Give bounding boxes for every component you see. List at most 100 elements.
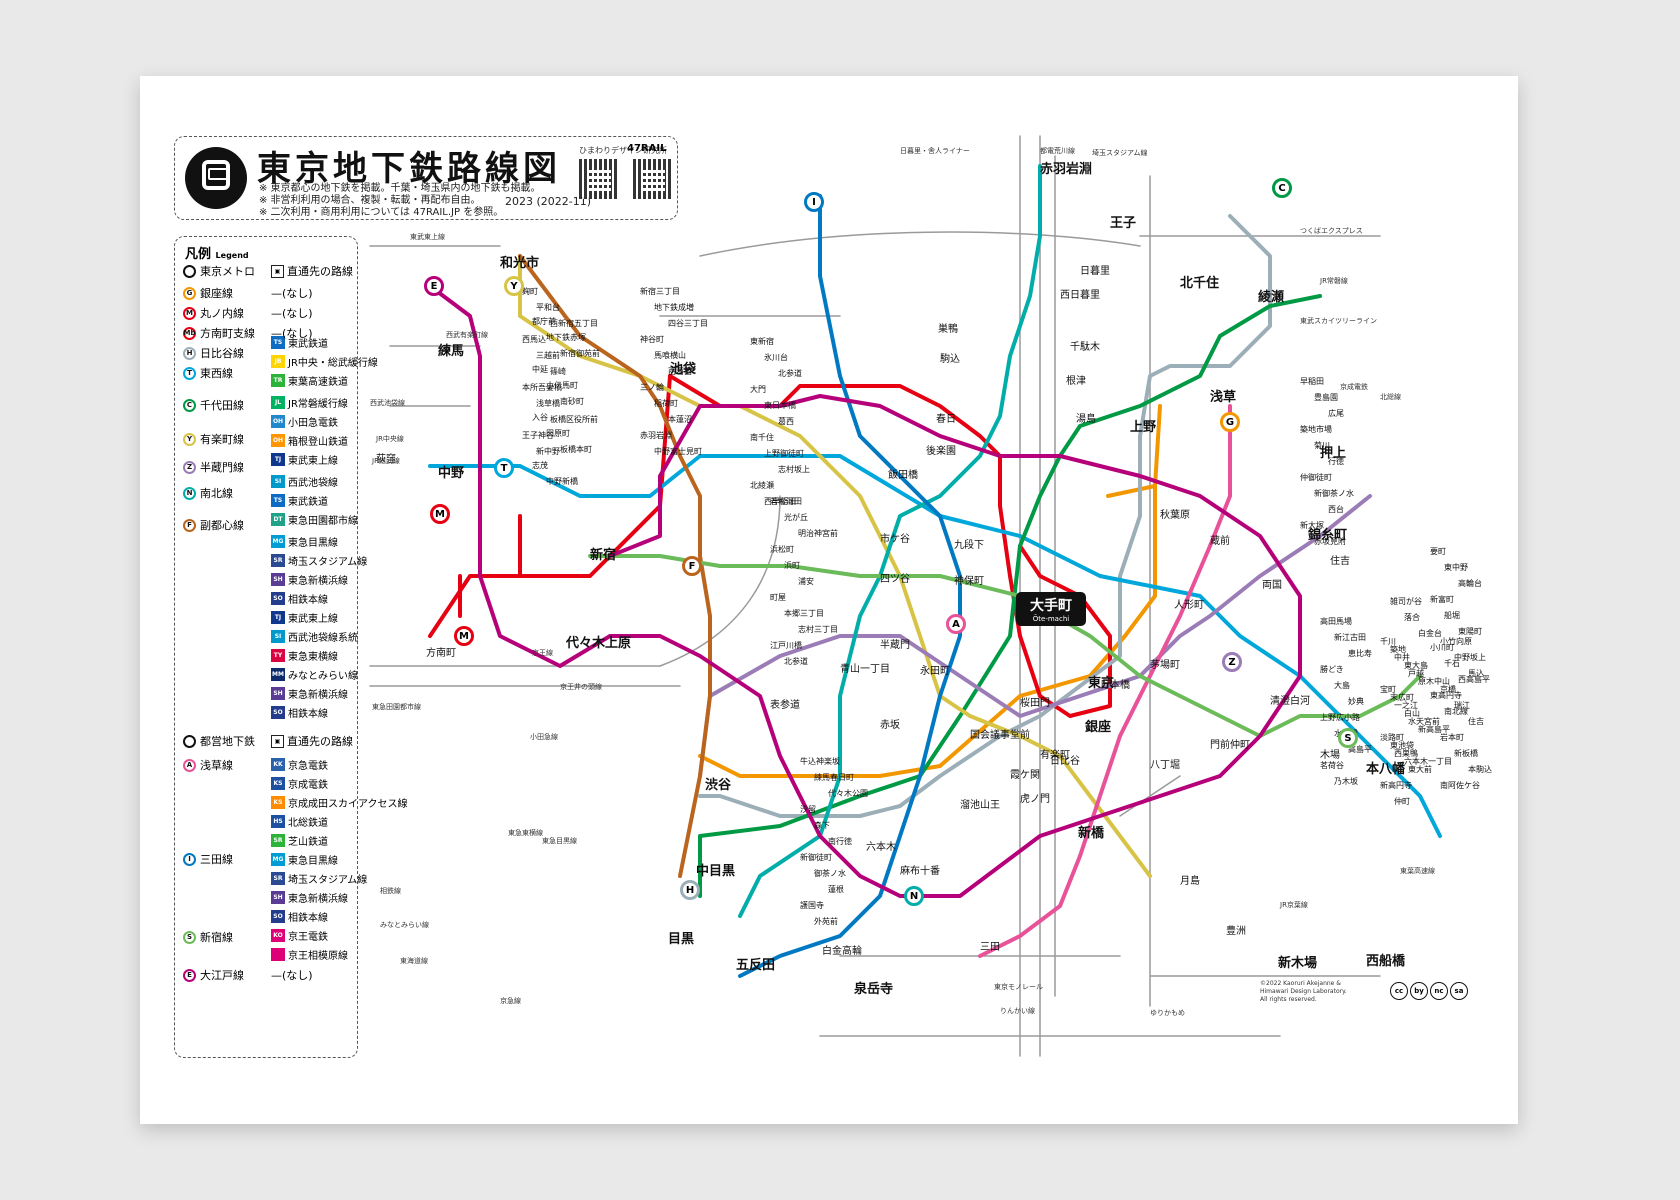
station-label[interactable]: 人形町 [1174, 600, 1204, 611]
station-label[interactable]: 上野広小路 [1320, 713, 1360, 722]
station-label[interactable]: 東大島 [1404, 661, 1428, 670]
station-label[interactable]: 勝どき [1320, 665, 1344, 674]
station-label[interactable]: 中野新橋 [546, 477, 578, 486]
station-label[interactable]: 上野御徒町 [764, 449, 804, 458]
station-label[interactable]: 東中野 [1444, 563, 1468, 572]
station-label[interactable]: 茅場町 [1150, 660, 1180, 671]
station-label[interactable]: 神谷町 [640, 335, 664, 344]
station-label[interactable]: 戸越 [1408, 669, 1424, 678]
station-label[interactable]: 春日 [936, 414, 956, 425]
station-label[interactable]: 氷川台 [764, 353, 788, 362]
station-label[interactable]: 要町 [1430, 547, 1446, 556]
station-label[interactable]: 西新宿五丁目 [550, 319, 598, 328]
station-label[interactable]: 池袋 [670, 362, 697, 377]
station-label[interactable]: 大門 [750, 385, 766, 394]
station-label[interactable]: 板橋区役所前 [550, 415, 598, 424]
station-label[interactable]: 高輪台 [1458, 579, 1482, 588]
station-label[interactable]: 新高円寺 [1380, 781, 1412, 790]
station-label[interactable]: 代々木公園 [828, 789, 868, 798]
qr-code-icon[interactable] [579, 159, 619, 199]
station-label[interactable]: 虎ノ門 [1020, 794, 1050, 805]
station-label[interactable]: 王子 [1110, 216, 1137, 231]
station-label[interactable]: 西馬込 [522, 335, 546, 344]
station-label[interactable]: 新橋 [1078, 826, 1105, 841]
station-label[interactable]: 菊川 [1314, 441, 1330, 450]
station-label[interactable]: 目黒 [668, 932, 695, 947]
station-label[interactable]: 六本木一丁目 [1404, 757, 1452, 766]
station-label[interactable]: 広尾 [1328, 409, 1344, 418]
station-label[interactable]: 新宿三丁目 [640, 287, 680, 296]
station-label[interactable]: 志茂 [532, 461, 548, 470]
station-label[interactable]: 護国寺 [800, 901, 824, 910]
station-label[interactable]: 桜田門 [1020, 698, 1050, 709]
station-label[interactable]: 田原町 [546, 429, 570, 438]
station-label[interactable]: 有楽町 [1040, 750, 1070, 761]
station-label[interactable]: 本郷三丁目 [784, 609, 824, 618]
station-label[interactable]: 中目黒 [696, 864, 736, 879]
station-label[interactable]: 新大塚 [1300, 521, 1324, 530]
station-label[interactable]: 築地 [1390, 645, 1406, 654]
station-label[interactable]: 千川 [1380, 637, 1396, 646]
station-label[interactable]: 六本木 [866, 842, 896, 853]
station-label[interactable]: 駒込 [940, 354, 960, 365]
station-label[interactable]: 浅草 [1210, 390, 1237, 405]
station-label[interactable]: 南行徳 [828, 837, 852, 846]
station-label[interactable]: 本所吾妻橋 [522, 383, 562, 392]
station-label[interactable]: 中野 [438, 466, 465, 481]
station-label[interactable]: 都庁前 [532, 317, 556, 326]
station-label[interactable]: 豊洲 [1226, 926, 1246, 937]
station-label[interactable]: 新板橋 [1454, 749, 1478, 758]
station-label[interactable]: 東新宿 [750, 337, 774, 346]
station-label[interactable]: 銀座 [1085, 720, 1112, 735]
station-label[interactable]: 東高円寺 [1430, 691, 1462, 700]
station-label[interactable]: 行徳 [1328, 457, 1344, 466]
station-label[interactable]: 上野 [1130, 420, 1157, 435]
station-label[interactable]: 町屋 [770, 593, 786, 602]
station-label[interactable]: 小竹向原 [1440, 637, 1472, 646]
station-label[interactable]: 南砂町 [560, 397, 584, 406]
station-label[interactable]: 東日本橋 [764, 401, 796, 410]
station-label[interactable]: 蓮根 [828, 885, 844, 894]
station-label[interactable]: 和光市 [500, 256, 540, 271]
station-label[interactable]: 南北線 [1444, 707, 1468, 716]
station-label[interactable]: 仲御徒町 [1300, 473, 1332, 482]
station-label[interactable]: 三ノ輪 [640, 383, 664, 392]
station-label[interactable]: 新御茶ノ水 [1314, 489, 1354, 498]
station-label[interactable]: 北綾瀬 [750, 481, 774, 490]
station-label[interactable]: 表参道 [770, 700, 800, 711]
station-label[interactable]: 新御徒町 [800, 853, 832, 862]
station-label[interactable]: 白山 [1404, 709, 1420, 718]
station-label[interactable]: 練馬春日町 [814, 773, 854, 782]
station-label[interactable]: 蔵前 [1210, 536, 1230, 547]
station-label[interactable]: 練馬 [438, 344, 465, 359]
station-label[interactable]: 淡路町 [1380, 733, 1404, 742]
station-label[interactable]: 清澄白河 [1270, 696, 1310, 707]
station-label[interactable]: 平和台 [536, 303, 560, 312]
station-label[interactable]: 浦安 [798, 577, 814, 586]
station-label[interactable]: 御茶ノ水 [814, 869, 846, 878]
station-label[interactable]: 志村坂上 [778, 465, 810, 474]
station-label[interactable]: 千駄木 [1070, 342, 1100, 353]
station-label[interactable]: 巣鴨 [938, 324, 958, 335]
station-label[interactable]: 小伝馬町 [546, 381, 578, 390]
station-label[interactable]: 新富町 [1430, 595, 1454, 604]
station-label[interactable]: 恵比寿 [1348, 649, 1372, 658]
station-label[interactable]: 方南町 [426, 648, 456, 659]
station-label[interactable]: 北参道 [784, 657, 808, 666]
station-label[interactable]: 王子神谷 [522, 431, 554, 440]
qr-code-icon[interactable] [633, 159, 673, 199]
station-label[interactable]: 志村三丁目 [798, 625, 838, 634]
station-label[interactable]: 麻布十番 [900, 866, 940, 877]
station-label[interactable]: 船堀 [1444, 611, 1460, 620]
station-label[interactable]: 地下鉄赤塚 [546, 333, 586, 342]
station-label[interactable]: 新高島平 [1418, 725, 1450, 734]
station-label[interactable]: 新中野 [536, 447, 560, 456]
station-label[interactable]: 水天宮前 [1408, 717, 1440, 726]
station-label[interactable]: 入谷 [532, 413, 548, 422]
station-label[interactable]: 赤羽岩淵 [1040, 162, 1093, 177]
station-label[interactable]: 中野坂上 [1454, 653, 1486, 662]
station-label[interactable]: 四ツ谷 [880, 574, 910, 585]
station-label[interactable]: 板橋本町 [560, 445, 592, 454]
station-label[interactable]: 代々木上原 [566, 636, 632, 651]
station-label[interactable]: 本駒込 [1468, 765, 1492, 774]
